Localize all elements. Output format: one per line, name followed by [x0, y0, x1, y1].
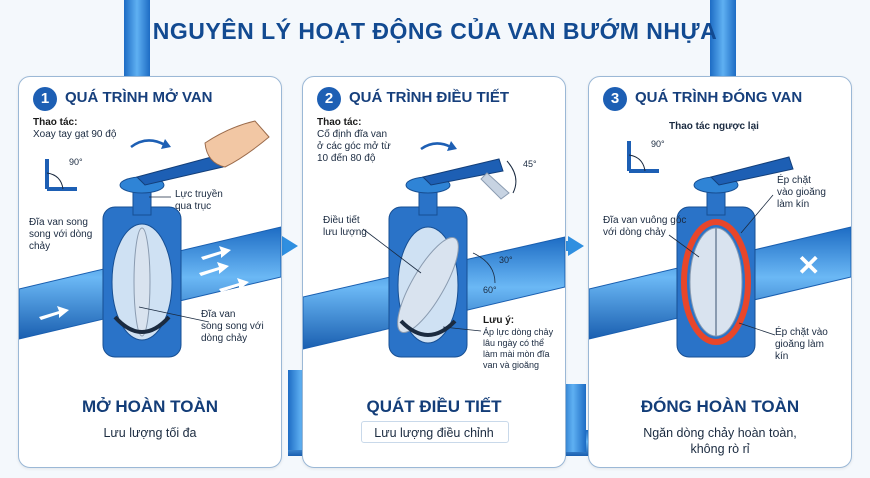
rotate-arrow-icon [130, 139, 166, 149]
top-pipe-left [124, 0, 150, 78]
flow-label: Lưu lượng tối đa [103, 426, 197, 440]
state-label: QUÁT ĐIỀU TIẾT [366, 397, 502, 416]
panel-3-heading: QUÁ TRÌNH ĐÓNG VAN [635, 89, 803, 106]
next-arrow-icon [568, 236, 584, 256]
angle-label: 90° [69, 157, 83, 167]
angle-30-label: 30° [499, 255, 513, 265]
valve-disc [133, 227, 151, 337]
flow-label-box [361, 421, 509, 443]
valve-disc [397, 237, 459, 333]
angle-label: 90° [651, 139, 665, 149]
rotate-arrow-icon [420, 142, 452, 151]
panel-opening: 1 QUÁ TRÌNH MỞ VAN Thao tác: Xoay tay gạ… [18, 76, 282, 468]
seal-ring [681, 219, 751, 345]
panel-1-heading: QUÁ TRÌNH MỞ VAN [65, 89, 213, 106]
flow-arrow-icon [39, 246, 249, 320]
panel-throttling: 2 QUÁ TRÌNH ĐIỀU TIẾT Thao tác: Cố định … [302, 76, 566, 468]
next-arrow-icon [282, 236, 298, 256]
hand-icon [204, 120, 270, 168]
state-label: MỞ HOÀN TOÀN [81, 397, 219, 416]
operation-label: Thao tác: [317, 117, 362, 128]
throttling-valve-illustration [303, 141, 565, 358]
panel-2-heading: QUÁ TRÌNH ĐIỀU TIẾT [349, 89, 509, 106]
step-number-3: 3 [603, 87, 627, 111]
step-number-2: 2 [317, 87, 341, 111]
handle-angle-label: 45° [523, 159, 537, 169]
closing-valve-illustration [589, 141, 851, 358]
flow-label: Ngăn dòng chảy hoàn toàn,không rò rỉ [643, 426, 797, 456]
flow-label: Lưu lượng điều chỉnh [374, 426, 494, 440]
blocked-x-icon: ✕ [797, 250, 821, 281]
opening-valve-illustration [19, 120, 281, 358]
panel-closing: ✕ 3 QUÁ TRÌNH ĐÓNG VAN Thao tác ngược lạ… [588, 76, 852, 468]
operation-text: Thao tác ngược lại [669, 121, 759, 132]
angle-icon [627, 141, 659, 173]
warning-label: Lưu ý: [483, 315, 515, 326]
operation-text: Xoay tay gạt 90 độ [33, 129, 117, 140]
page-title: NGUYÊN LÝ HOẠT ĐỘNG CỦA VAN BƯỚM NHỰA [152, 18, 718, 44]
step-number-1: 1 [33, 87, 57, 111]
angle-icon [45, 159, 77, 191]
top-pipe-right [710, 0, 736, 78]
operation-label: Thao tác: [33, 117, 78, 128]
angle-60-label: 60° [483, 285, 497, 295]
state-label: ĐÓNG HOÀN TOÀN [640, 397, 800, 416]
